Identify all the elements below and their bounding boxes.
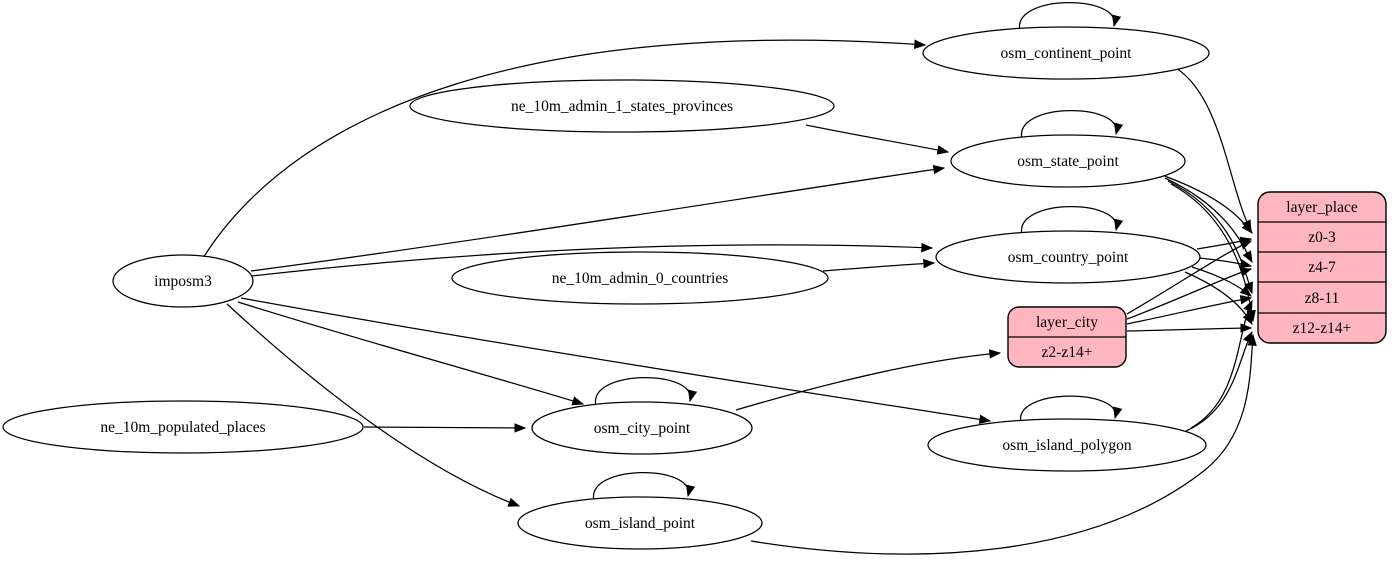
edge-osm_city_point-layer_city-z2-z14 [735,349,1002,411]
record-layer_city: layer_city z2-z14+ [1007,306,1127,368]
record-layer_city-row-z2-z14: z2-z14+ [1042,344,1093,361]
edge-layer_city-layer_place-z0-3 [1126,240,1253,315]
node-osm_island_polygon-label: osm_island_polygon [1002,437,1131,454]
edge-imposm3-osm_island_point [226,303,521,507]
edge-layer_city-layer_place-z12-z14 [1126,323,1253,333]
node-ne_10m_admin_1_states_provinces-label: ne_10m_admin_1_states_provinces [511,98,733,115]
node-osm_continent_point: osm_continent_point [922,26,1210,80]
node-ne_10m_populated_places: ne_10m_populated_places [2,400,364,454]
edge-osm_continent_point-layer_place-z0-3 [1175,67,1252,233]
edge-ne_10m_admin_0_countries-osm_country_point [822,258,936,272]
node-osm_continent_point-label: osm_continent_point [1001,45,1133,62]
edge-imposm3-osm_country_point [251,242,934,277]
record-layer_place-title: layer_place [1286,199,1358,216]
edge-layer_city-layer_place-z4-7 [1126,267,1253,320]
node-osm_island_point: osm_island_point [517,496,763,550]
loop-osm_continent_point [1019,2,1122,32]
loop-osm_city_point [595,377,698,407]
node-osm_state_point: osm_state_point [950,134,1186,188]
edge-imposm3-osm_city_point [237,301,585,406]
node-osm_island_polygon: osm_island_polygon [927,418,1207,472]
record-layer_place-row-z4-7: z4-7 [1308,259,1336,276]
loop-osm_island_point [593,472,696,502]
edge-osm_island_polygon-layer_place-z8-11 [1190,299,1253,429]
record-layer_place-row-z0-3: z0-3 [1308,229,1336,246]
node-ne_10m_admin_1_states_provinces: ne_10m_admin_1_states_provinces [409,79,835,133]
edge-osm_state_point-layer_place-z0-3 [1161,174,1253,234]
loop-osm_island_polygon [1020,395,1123,424]
edge-osm_state_point-layer_place-z8-11 [1167,180,1253,295]
record-layer_place: layer_place z0-3 z4-7 z8-11 z12-z14+ [1257,191,1387,344]
loop-osm_state_point [1021,110,1124,140]
record-layer_place-row-z12-z14: z12-z14+ [1293,320,1352,337]
node-imposm3-label: imposm3 [154,273,212,290]
edge-osm_island_point-layer_place-z12-z14 [750,333,1257,555]
node-ne_10m_admin_0_countries: ne_10m_admin_0_countries [451,251,829,305]
node-osm_city_point-label: osm_city_point [594,420,691,437]
loop-osm_country_point [1021,206,1124,236]
node-osm_city_point: osm_city_point [531,401,753,455]
record-layer_city-title: layer_city [1036,314,1098,331]
record-layer_place-row-z8-11: z8-11 [1305,290,1340,307]
edge-ne_10m_admin_1_states_provinces-osm_state_point [805,124,950,155]
edge-osm_country_point-layer_place-z12-z14 [1184,271,1253,326]
node-osm_island_point-label: osm_island_point [585,515,696,532]
edge-osm_state_point-layer_place-z4-7 [1164,177,1253,264]
record-layer_place-box [1257,191,1387,344]
node-osm_state_point-label: osm_state_point [1017,153,1119,170]
edge-imposm3-osm_continent_point [202,39,927,259]
node-osm_country_point: osm_country_point [935,230,1201,284]
node-ne_10m_populated_places-label: ne_10m_populated_places [100,419,265,436]
node-imposm3: imposm3 [112,254,254,308]
edge-imposm3-osm_state_point [250,164,946,272]
node-ne_10m_admin_0_countries-label: ne_10m_admin_0_countries [552,270,729,287]
edge-ne_10m_populated_places-osm_city_point [363,423,527,433]
edge-layer_city-layer_place-z8-11 [1126,294,1253,325]
edge-imposm3-osm_island_polygon [240,297,992,425]
edge-osm_country_point-layer_place-z4-7 [1198,257,1253,269]
node-osm_country_point-label: osm_country_point [1008,249,1129,266]
edge-osm_country_point-layer_place-z0-3 [1196,236,1253,250]
